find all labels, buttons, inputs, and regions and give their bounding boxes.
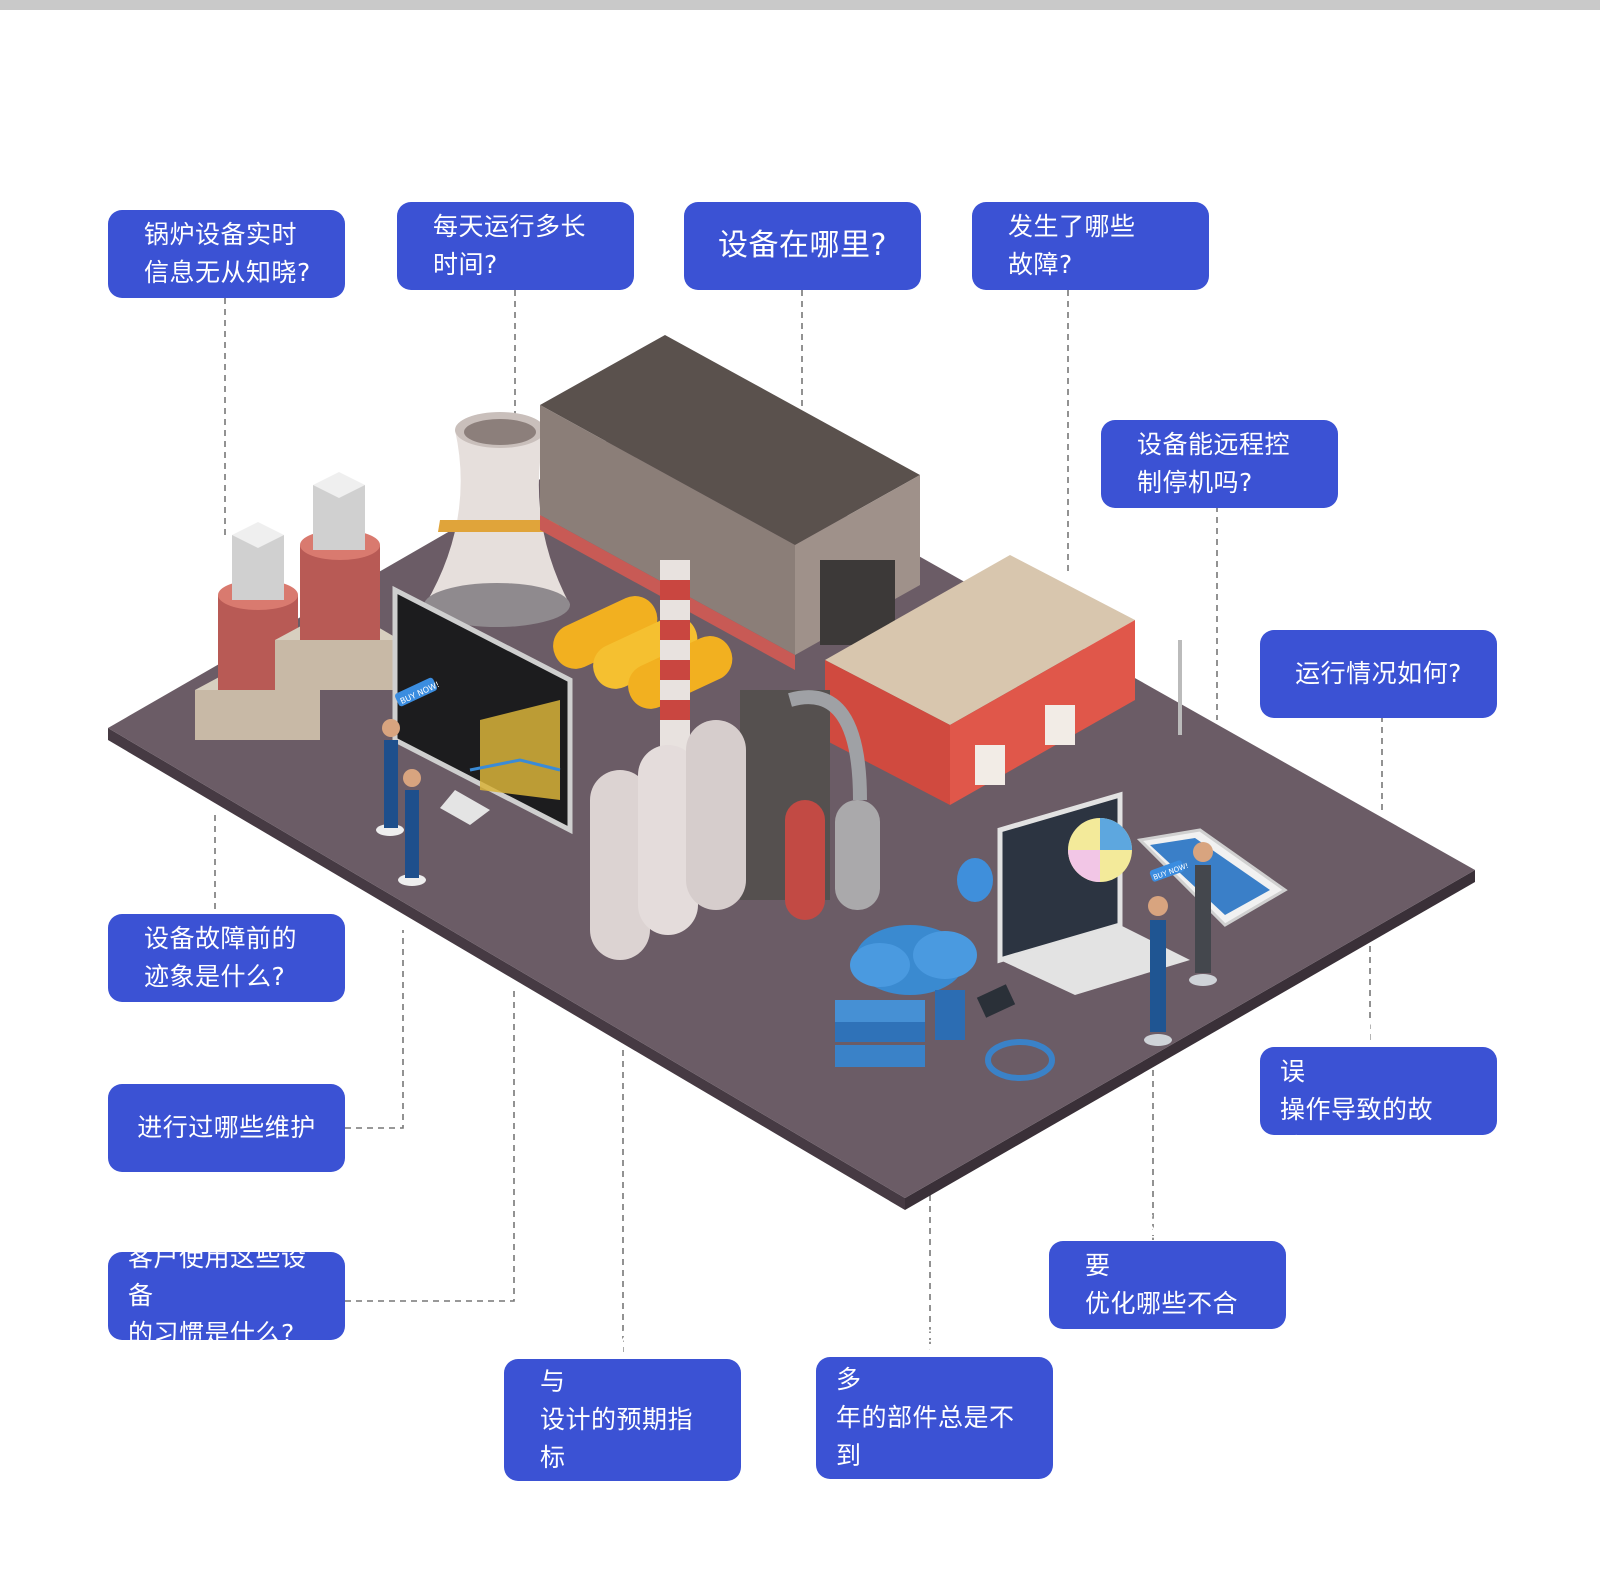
connector-q9 xyxy=(345,990,515,1302)
people-left xyxy=(376,719,426,886)
question-bubble-usage-habits: 客户使用这些设备 的习惯是什么? xyxy=(108,1243,345,1348)
process-tower xyxy=(740,690,880,920)
platform-side-left xyxy=(108,728,905,1210)
question-bubble-faults-occurred: 发生了哪些 故障? xyxy=(972,202,1209,290)
question-bubble-operating-status: 运行情况如何? xyxy=(1260,630,1497,718)
cooling-tower xyxy=(424,412,570,627)
boiler-towers xyxy=(195,472,400,740)
people-right xyxy=(1144,842,1217,1046)
question-bubble-realtime-info: 锅炉设备实时 信息无从知晓? xyxy=(108,210,345,298)
question-bubble-early-scrap: 为什么设计寿命多 年的部件总是不到 预期就报废了? xyxy=(816,1327,1053,1508)
pressure-vessels xyxy=(590,720,746,960)
question-bubble-remote-shutdown: 设备能远程控 制停机吗? xyxy=(1101,420,1338,508)
top-gray-bar xyxy=(0,0,1600,10)
question-bubble-maintenance: 进行过哪些维护 xyxy=(108,1084,345,1172)
question-bubble-design-gap: 实际运行情况与 设计的预期指标 有多大不同? xyxy=(504,1329,741,1510)
question-bubble-daily-runtime: 每天运行多长 时间? xyxy=(397,202,634,290)
map-monitor: BUY NOW! xyxy=(392,585,573,835)
question-bubble-device-location: 设备在哪里? xyxy=(684,202,921,290)
warehouse xyxy=(825,555,1182,805)
question-bubble-failure-signs: 设备故障前的 迹象是什么? xyxy=(108,914,345,1002)
platform-side-right xyxy=(905,870,1475,1210)
connector-lines xyxy=(214,290,1383,1352)
question-bubble-user-error: 是否由于用户错误 操作导致的故障? xyxy=(1260,1019,1497,1162)
chimney xyxy=(660,560,690,760)
connector-q8 xyxy=(345,930,404,1129)
cloud-tech xyxy=(835,858,1055,1081)
question-bubble-design-optimization: 设备的设计需要 优化哪些不合理? xyxy=(1049,1213,1286,1356)
